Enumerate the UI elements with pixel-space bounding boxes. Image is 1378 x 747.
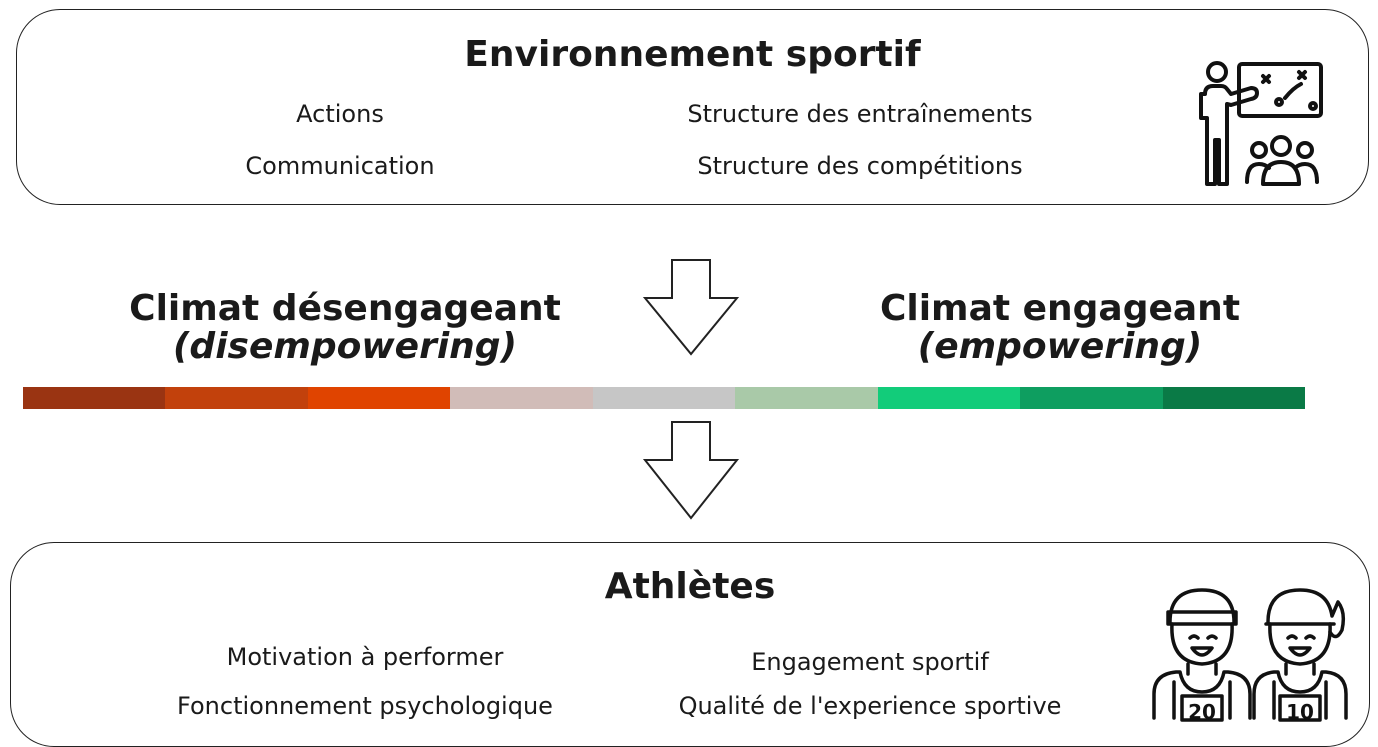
athletes-box bbox=[10, 542, 1370, 747]
athletes-item-experience: Qualité de l'experience sportive bbox=[678, 692, 1062, 720]
climate-empowering-subtitle: (empowering) bbox=[917, 326, 1203, 367]
bib-number-right: 10 bbox=[1286, 700, 1314, 722]
athletes-item-functioning: Fonctionnement psychologique bbox=[177, 692, 553, 720]
climate-empowering: Climat engageant (empowering) bbox=[840, 290, 1280, 366]
environment-item-trainings: Structure des entraînements bbox=[687, 100, 1033, 128]
scale-segment-3 bbox=[307, 387, 451, 409]
athletes-icon: 20 10 bbox=[1152, 588, 1348, 722]
scale-segment-9 bbox=[1162, 387, 1305, 409]
environment-item-communication: Communication bbox=[245, 152, 435, 180]
environment-title: Environnement sportif bbox=[464, 34, 921, 75]
scale-segment-8 bbox=[1020, 387, 1163, 409]
environment-box bbox=[16, 9, 1369, 205]
athletes-item-motivation: Motivation à performer bbox=[226, 643, 504, 671]
climate-disempowering-title: Climat désengageant bbox=[129, 288, 561, 329]
down-arrow-icon bbox=[642, 421, 740, 520]
climate-scale-bar bbox=[23, 387, 1305, 409]
climate-disempowering-subtitle: (disempowering) bbox=[172, 326, 518, 367]
scale-segment-2 bbox=[165, 387, 308, 409]
down-arrow-icon bbox=[642, 259, 740, 356]
athletes-title: Athlètes bbox=[604, 566, 776, 607]
environment-item-competitions: Structure des compétitions bbox=[697, 152, 1023, 180]
climate-disempowering: Climat désengageant (disempowering) bbox=[110, 290, 580, 366]
environment-item-actions: Actions bbox=[296, 100, 384, 128]
athletes-item-engagement: Engagement sportif bbox=[751, 648, 989, 676]
scale-segment-4 bbox=[450, 387, 593, 409]
scale-segment-6 bbox=[735, 387, 878, 409]
climate-empowering-title: Climat engageant bbox=[879, 288, 1241, 329]
coach-whiteboard-icon bbox=[1199, 61, 1323, 186]
bib-number-left: 20 bbox=[1188, 700, 1216, 722]
scale-segment-7 bbox=[877, 387, 1021, 409]
scale-segment-5 bbox=[592, 387, 736, 409]
scale-segment-1 bbox=[23, 387, 166, 409]
